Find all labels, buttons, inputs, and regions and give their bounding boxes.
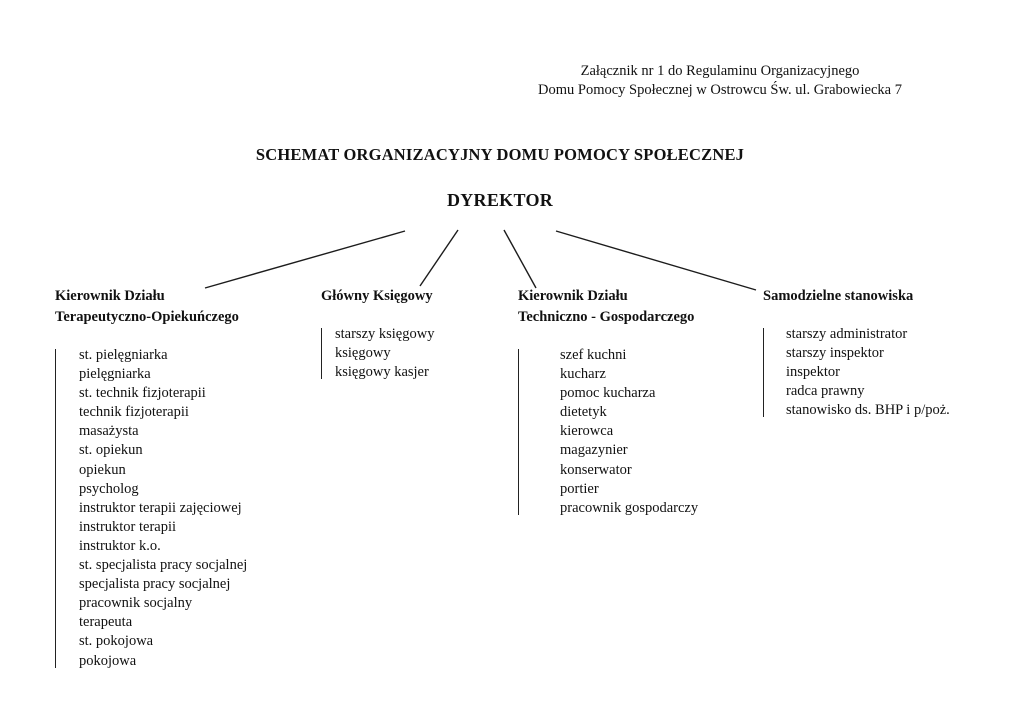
position-item: kierowca xyxy=(560,423,614,440)
position-item: psycholog xyxy=(79,480,139,497)
org-branch-independent: Samodzielne stanowiska starszy administr… xyxy=(763,286,950,420)
header-note-line-1: Załącznik nr 1 do Regulaminu Organizacyj… xyxy=(580,63,860,79)
position-item: szef kuchni xyxy=(560,347,627,363)
connector-line xyxy=(204,230,406,289)
position-item: radca prawny xyxy=(786,383,865,400)
position-item: starszy inspektor xyxy=(786,345,884,362)
list-bracket-line xyxy=(518,349,519,515)
position-item: starszy administrator xyxy=(786,326,908,342)
list-bracket-line xyxy=(763,328,764,418)
position-item: st. opiekun xyxy=(79,442,143,459)
position-item: pracownik socjalny xyxy=(79,595,193,612)
position-item: instruktor terapii xyxy=(79,518,177,535)
position-item: księgowy xyxy=(335,345,391,362)
page-title: SCHEMAT ORGANIZACYJNY DOMU POMOCY SPOŁEC… xyxy=(255,145,745,164)
position-item: specjalista pracy socjalnej xyxy=(79,576,231,593)
position-item: masażysta xyxy=(79,423,139,440)
position-items: szef kuchni kucharz pomoc kucharza dietetyk… xyxy=(560,346,698,518)
branch-header: Kierownik Działu Terapeutyczno-Opiekuńcz… xyxy=(55,286,247,328)
org-branch-accounting: Główny Księgowy starszy księgowy księgowy… xyxy=(321,286,434,382)
position-item: technik fizjoterapii xyxy=(79,404,189,421)
position-item: pielęgniarka xyxy=(79,366,151,383)
position-item: magazynier xyxy=(560,442,628,459)
branch-header-line-2: Techniczno - Gospodarczego xyxy=(518,309,695,325)
branch-header: Główny Księgowy xyxy=(321,286,434,307)
position-item: księgowy kasjer xyxy=(335,364,429,381)
position-item: st. specjalista pracy socjalnej xyxy=(79,557,248,574)
position-item: kucharz xyxy=(560,366,606,383)
branch-position-list: st. pielęgniarka pielęgniarka st. technik … xyxy=(55,346,247,671)
position-item: starszy księgowy xyxy=(335,326,435,342)
position-item: opiekun xyxy=(79,461,126,478)
position-item: instruktor terapii zajęciowej xyxy=(79,499,242,516)
position-items: starszy administrator starszy inspektor in… xyxy=(786,325,950,420)
org-branch-technical: Kierownik Działu Techniczno - Gospodarcz… xyxy=(518,286,698,518)
position-items: st. pielęgniarka pielęgniarka st. technik … xyxy=(79,346,247,671)
position-item: instruktor k.o. xyxy=(79,537,161,554)
branch-header-line-1: Samodzielne stanowiska xyxy=(763,288,914,304)
org-root-node: DYREKTOR xyxy=(446,190,554,210)
branch-position-list: starszy księgowy księgowy księgowy kasjer xyxy=(321,325,434,382)
position-item: dietetyk xyxy=(560,404,607,421)
position-item: st. pielęgniarka xyxy=(79,347,168,363)
position-item: pracownik gospodarczy xyxy=(560,499,699,516)
connector-line xyxy=(555,230,757,291)
position-item: portier xyxy=(560,480,599,497)
position-items: starszy księgowy księgowy księgowy kasjer xyxy=(335,325,434,382)
position-item: terapeuta xyxy=(79,614,133,631)
position-item: inspektor xyxy=(786,364,840,381)
branch-header-line-1: Kierownik Działu xyxy=(55,288,165,304)
branch-position-list: szef kuchni kucharz pomoc kucharza dietetyk… xyxy=(518,346,698,518)
branch-header: Samodzielne stanowiska xyxy=(763,286,950,307)
connector-line xyxy=(503,229,537,289)
position-item: pokojowa xyxy=(79,652,137,669)
branch-header-line-1: Główny Księgowy xyxy=(321,288,433,304)
branch-position-list: starszy administrator starszy inspektor in… xyxy=(763,325,950,420)
position-item: pomoc kucharza xyxy=(560,385,656,402)
document-header-note: Załącznik nr 1 do Regulaminu Organizacyj… xyxy=(480,62,960,100)
branch-header-line-2: Terapeutyczno-Opiekuńczego xyxy=(55,309,239,325)
position-item: konserwator xyxy=(560,461,632,478)
list-bracket-line xyxy=(321,328,322,380)
position-item: st. pokojowa xyxy=(79,633,154,650)
branch-header: Kierownik Działu Techniczno - Gospodarcz… xyxy=(518,286,698,328)
list-bracket-line xyxy=(55,349,56,668)
connector-line xyxy=(419,229,459,287)
position-item: stanowisko ds. BHP i p/poż. xyxy=(786,402,950,419)
position-item: st. technik fizjoterapii xyxy=(79,385,206,402)
org-branch-therapeutic: Kierownik Działu Terapeutyczno-Opiekuńcz… xyxy=(55,286,247,671)
branch-header-line-1: Kierownik Działu xyxy=(518,288,628,304)
header-note-line-2: Domu Pomocy Społecznej w Ostrowcu Św. ul… xyxy=(538,82,902,98)
